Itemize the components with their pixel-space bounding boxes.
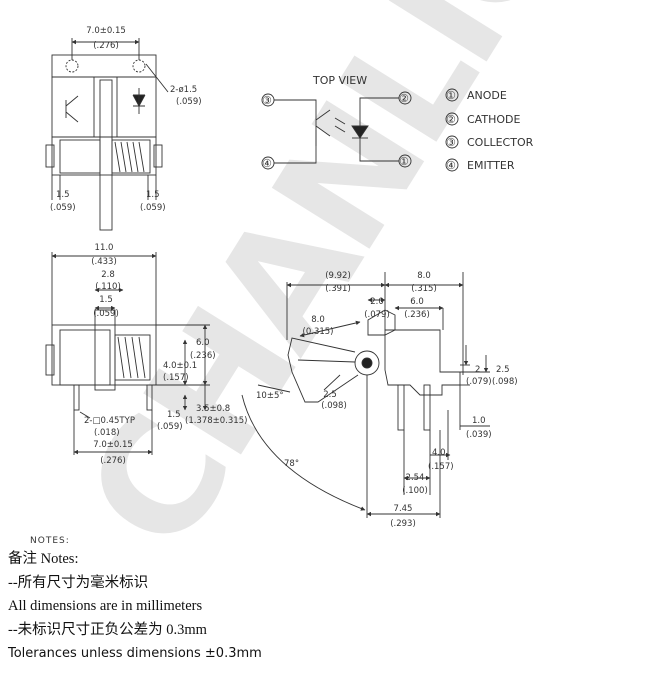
schematic-pin-bottom-right: ① bbox=[399, 155, 409, 168]
side-h60-in: (.236) bbox=[190, 351, 216, 361]
side-h15-mm: 1.5 bbox=[167, 410, 181, 420]
notes-line-2: All dimensions are in millimeters bbox=[8, 598, 203, 614]
lever-d745-mm: 7.45 bbox=[394, 504, 413, 514]
side-lead-mm: 3.5±0.8 bbox=[196, 404, 230, 414]
lever-d10-mm: 1.0 bbox=[472, 416, 486, 426]
side-d28-mm: 2.8 bbox=[101, 270, 115, 280]
lever-d40-in: (.157) bbox=[428, 462, 454, 472]
lever-d25a-mm: 2.5 bbox=[323, 390, 337, 400]
lever-d80a-in: (.315) bbox=[411, 284, 437, 294]
front-hole-mm: 2-ø1.5 bbox=[170, 85, 197, 95]
front-left-in: (.059) bbox=[50, 203, 76, 213]
lever-d2-mm: 2 bbox=[475, 365, 480, 375]
front-left-mm: 1.5 bbox=[56, 190, 70, 200]
lever-d40-mm: 4.0 bbox=[432, 448, 446, 458]
schematic-pin-top-left: ③ bbox=[262, 94, 272, 107]
side-lead-in: (1.378±0.315) bbox=[185, 416, 247, 426]
side-view bbox=[45, 252, 210, 455]
lever-d25b-mm: 2.5 bbox=[496, 365, 510, 375]
front-right-mm: 1.5 bbox=[146, 190, 160, 200]
pin-1-name: ANODE bbox=[467, 89, 507, 102]
lever-view bbox=[241, 272, 490, 518]
pin-2-num: ② bbox=[446, 113, 456, 126]
side-h40-mm: 4.0±0.1 bbox=[163, 361, 197, 371]
lever-d10-in: (.039) bbox=[466, 430, 492, 440]
lever-d254-mm: 2.54 bbox=[406, 473, 425, 483]
lever-d80b-in: (0.315) bbox=[303, 327, 334, 337]
lever-angle-b: 78° bbox=[284, 459, 299, 469]
lever-d254-in: (.100) bbox=[402, 486, 428, 496]
top-view-title: TOP VIEW bbox=[312, 74, 367, 87]
side-h60-mm: 6.0 bbox=[196, 338, 210, 348]
lever-d60-mm: 6.0 bbox=[410, 297, 424, 307]
lever-d992-in: (.391) bbox=[325, 284, 351, 294]
front-width-in: (.276) bbox=[93, 41, 119, 51]
pin-4-num: ④ bbox=[446, 159, 456, 172]
notes-line-4: Tolerances unless dimensions ±0.3mm bbox=[8, 646, 262, 661]
front-right-in: (.059) bbox=[140, 203, 166, 213]
front-width-mm: 7.0±0.15 bbox=[86, 26, 126, 36]
front-view bbox=[45, 38, 169, 231]
notes-cut-heading: NOTES: bbox=[30, 536, 70, 545]
side-d15-in: (.059) bbox=[93, 309, 119, 319]
pin-3-num: ③ bbox=[446, 136, 456, 149]
lever-d2-in: (.079) bbox=[466, 377, 492, 387]
side-pin-mm: 2-□0.45TYP bbox=[84, 416, 135, 426]
lever-d20-in: (.079) bbox=[364, 310, 390, 320]
side-total-in: (.433) bbox=[91, 257, 117, 267]
lever-d80a-mm: 8.0 bbox=[417, 271, 431, 281]
side-bottom-mm: 7.0±0.15 bbox=[93, 440, 133, 450]
side-h15-in: (.059) bbox=[157, 422, 183, 432]
pin-2-name: CATHODE bbox=[467, 113, 520, 126]
side-total-mm: 11.0 bbox=[95, 243, 114, 253]
schematic-pin-top-right: ② bbox=[399, 92, 409, 105]
lever-d25a-in: (.098) bbox=[321, 401, 347, 411]
notes-heading: 备注 Notes: bbox=[8, 551, 79, 567]
side-h40-in: (.157) bbox=[163, 373, 189, 383]
lever-d80b-mm: 8.0 bbox=[311, 315, 325, 325]
side-pin-in: (.018) bbox=[94, 428, 120, 438]
side-d28-in: (.110) bbox=[95, 282, 121, 292]
schematic-pin-bottom-left: ④ bbox=[262, 157, 272, 170]
pin-4-name: EMITTER bbox=[467, 159, 515, 172]
pin-1-num: ① bbox=[446, 89, 456, 102]
side-bottom-in: (.276) bbox=[100, 456, 126, 466]
technical-drawing: CHANLIGHT bbox=[45, 0, 670, 545]
lever-d745-in: (.293) bbox=[390, 519, 416, 529]
lever-d20-mm: 2.0 bbox=[370, 297, 384, 307]
notes-line-3: --未标识尺寸正负公差为 0.3mm bbox=[8, 621, 207, 638]
front-hole-in: (.059) bbox=[176, 97, 202, 107]
lever-d992-mm: (9.92) bbox=[325, 271, 351, 281]
lever-d25b-in: (.098) bbox=[492, 377, 518, 387]
lever-d60-in: (.236) bbox=[404, 310, 430, 320]
lever-angle-a: 10±5° bbox=[256, 391, 284, 401]
top-view-schematic bbox=[261, 88, 459, 172]
pin-3-name: COLLECTOR bbox=[467, 136, 534, 149]
notes-line-1: --所有尺寸为毫米标识 bbox=[8, 574, 149, 591]
notes-block: 备注 Notes: --所有尺寸为毫米标识 All dimensions are… bbox=[8, 548, 658, 666]
side-d15-mm: 1.5 bbox=[99, 295, 113, 305]
